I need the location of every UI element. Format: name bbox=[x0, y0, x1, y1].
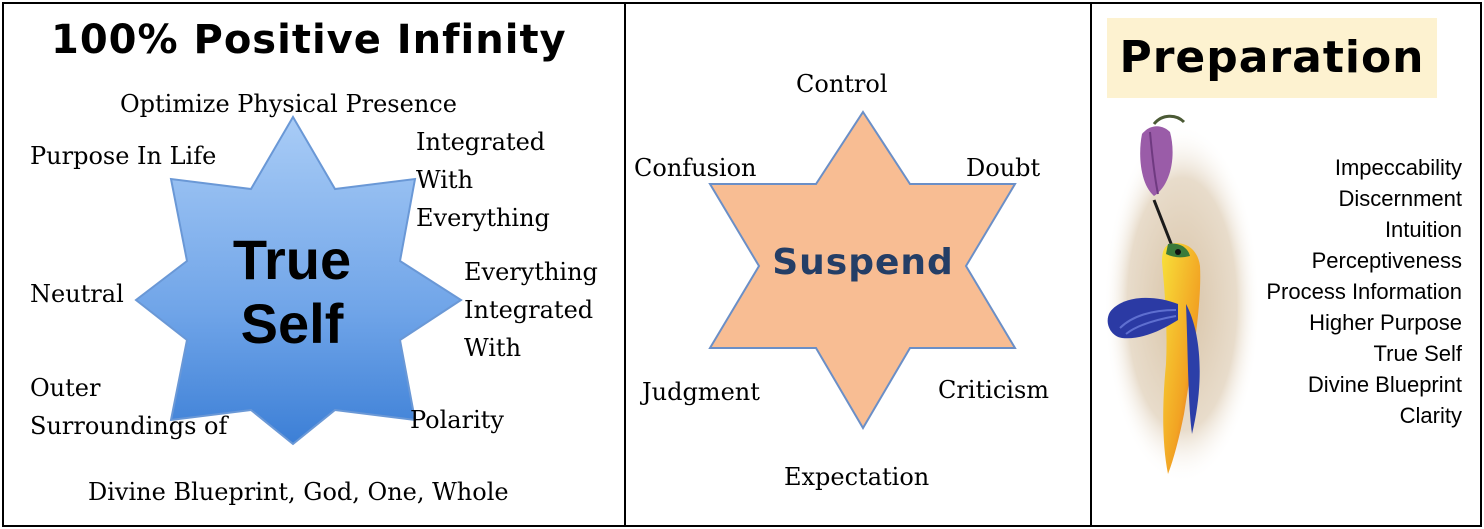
suspend-panel: Suspend Control Confusion Doubt Judgment… bbox=[624, 2, 1092, 527]
star-word-self: Self bbox=[240, 292, 344, 355]
label-doubt: Doubt bbox=[966, 154, 1041, 182]
beak bbox=[1152, 199, 1174, 247]
list-item: Discernment bbox=[1338, 186, 1462, 211]
preparation-title: Preparation bbox=[1119, 32, 1425, 83]
list-item: True Self bbox=[1373, 341, 1462, 366]
hummingbird-body bbox=[1162, 243, 1201, 474]
list-item: Process Information bbox=[1266, 279, 1462, 304]
flower bbox=[1140, 114, 1186, 196]
label-right-3: With bbox=[464, 334, 522, 362]
label-top-right-3: Everything bbox=[416, 204, 550, 232]
label-judgment: Judgment bbox=[642, 378, 760, 406]
panel-title: 100% Positive Infinity bbox=[51, 17, 567, 63]
label-top-left: Purpose In Life bbox=[30, 142, 217, 170]
star-word-suspend: Suspend bbox=[772, 242, 954, 283]
hummingbird-wing bbox=[1107, 297, 1178, 339]
true-self-panel: 100% Positive Infinity True Self Optimiz… bbox=[2, 2, 626, 527]
label-right-1: Everything bbox=[464, 258, 598, 286]
preparation-list: Impeccability Discernment Intuition Perc… bbox=[1242, 152, 1462, 431]
label-confusion: Confusion bbox=[634, 154, 757, 182]
list-item: Impeccability bbox=[1334, 155, 1462, 180]
list-item: Intuition bbox=[1384, 217, 1462, 242]
hummingbird-illustration bbox=[1104, 114, 1260, 484]
label-top-right-2: With bbox=[416, 166, 474, 194]
label-bottom-left-1: Outer bbox=[30, 374, 101, 402]
list-item: Perceptiveness bbox=[1311, 248, 1462, 273]
six-point-star bbox=[708, 110, 1017, 430]
label-bottom-left-2: Surroundings of bbox=[30, 412, 228, 440]
list-item: Divine Blueprint bbox=[1307, 372, 1462, 397]
eight-point-star bbox=[134, 115, 463, 446]
label-bottom-right: Polarity bbox=[410, 406, 504, 434]
label-right-2: Integrated bbox=[464, 296, 594, 324]
label-bottom: Divine Blueprint, God, One, Whole bbox=[88, 478, 509, 506]
label-criticism: Criticism bbox=[938, 376, 1050, 404]
suspend-star-graphic bbox=[708, 110, 1017, 430]
label-expectation: Expectation bbox=[784, 463, 930, 491]
list-item: Higher Purpose bbox=[1309, 310, 1462, 335]
preparation-title-box: Preparation bbox=[1107, 18, 1437, 98]
label-top: Optimize Physical Presence bbox=[120, 90, 457, 118]
list-item: Clarity bbox=[1399, 403, 1462, 428]
label-control: Control bbox=[796, 70, 888, 98]
star-word-true: True bbox=[232, 228, 352, 291]
true-self-star-graphic bbox=[134, 115, 463, 446]
preparation-panel: Preparation bbox=[1090, 2, 1482, 527]
label-top-right-1: Integrated bbox=[416, 128, 546, 156]
label-left: Neutral bbox=[30, 280, 124, 308]
